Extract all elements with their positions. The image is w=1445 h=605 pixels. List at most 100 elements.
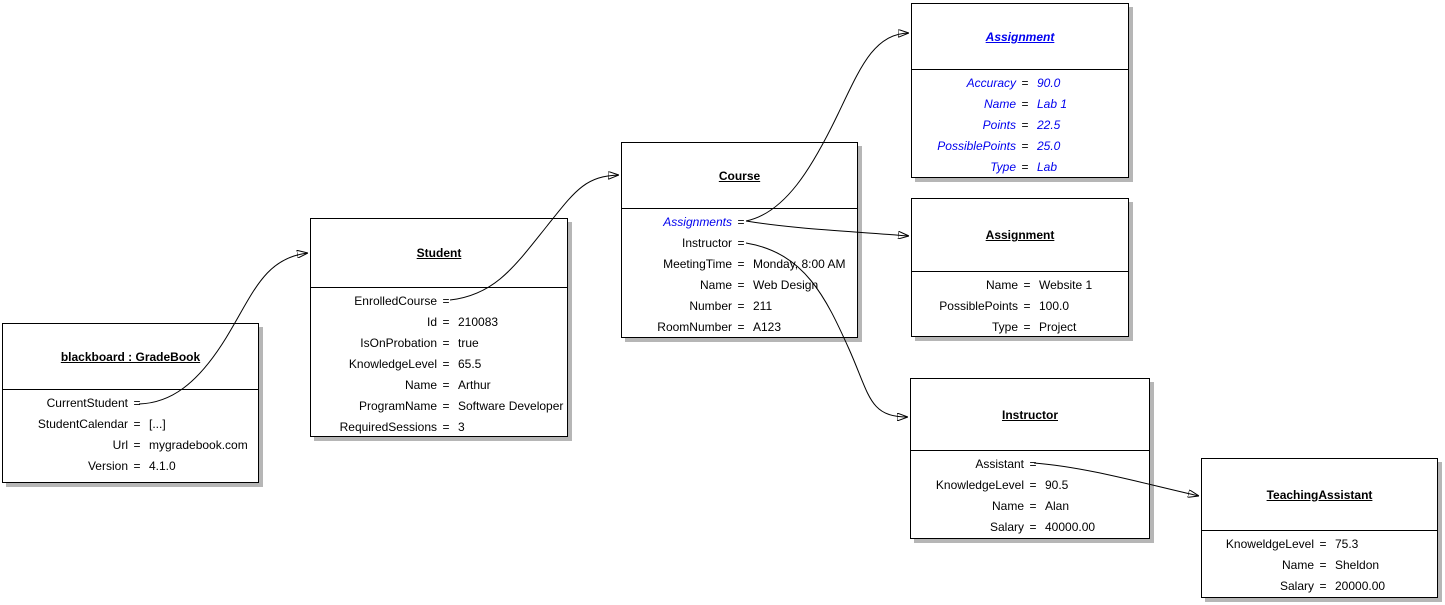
field-name: KnoweldgeLevel	[1225, 537, 1314, 551]
object-title-bar: Assignment	[912, 199, 1128, 272]
field-name: ProgramName	[358, 399, 437, 413]
object-title-bar: Student	[311, 219, 567, 288]
object-title: Student	[416, 246, 462, 260]
equals-sign: =	[1023, 299, 1031, 313]
field-name: Name	[991, 499, 1024, 513]
field-row-Assistant[interactable]: Assistant=	[911, 454, 1149, 475]
field-row-Points[interactable]: Points=22.5	[912, 115, 1128, 136]
equals-sign: =	[442, 357, 450, 371]
field-row-KnowledgeLevel[interactable]: KnowledgeLevel=90.5	[911, 475, 1149, 496]
field-row-StudentCalendar[interactable]: StudentCalendar=[...]	[3, 414, 258, 435]
field-row-Id[interactable]: Id=210083	[311, 312, 567, 333]
field-row-PossiblePoints[interactable]: PossiblePoints=100.0	[912, 296, 1128, 317]
field-row-ProgramName[interactable]: ProgramName=Software Developer	[311, 396, 567, 417]
equals-sign: =	[442, 294, 450, 308]
equals-sign: =	[1319, 579, 1327, 593]
field-value: 40000.00	[1045, 520, 1096, 534]
field-row-RoomNumber[interactable]: RoomNumber=A123	[622, 317, 857, 338]
field-value: true	[458, 336, 479, 350]
field-value: 4.1.0	[149, 459, 176, 473]
field-name: CurrentStudent	[46, 396, 128, 410]
field-row-IsOnProbation[interactable]: IsOnProbation=true	[311, 333, 567, 354]
object-title: Course	[718, 168, 761, 183]
field-row-Name[interactable]: Name=Alan	[911, 496, 1149, 517]
field-value: 211	[753, 299, 773, 313]
field-row-PossiblePoints[interactable]: PossiblePoints=25.0	[912, 136, 1128, 157]
field-name: Name	[699, 278, 732, 292]
field-value: A123	[753, 320, 782, 334]
field-row-Type[interactable]: Type=Project	[912, 317, 1128, 338]
field-name: Id	[426, 315, 437, 329]
equals-sign: =	[133, 459, 141, 473]
field-name: PossiblePoints	[937, 139, 1016, 153]
object-title: blackboard : GradeBook	[60, 349, 201, 364]
field-value: 22.5	[1037, 118, 1061, 132]
equals-sign: =	[1319, 558, 1327, 572]
field-value: Lab 1	[1037, 97, 1068, 111]
field-row-Version[interactable]: Version=4.1.0	[3, 456, 258, 477]
field-name: Url	[112, 438, 128, 452]
field-row-Salary[interactable]: Salary=40000.00	[911, 517, 1149, 538]
field-row-Name[interactable]: Name = Lab 1	[912, 94, 1128, 115]
field-row-KnoweldgeLevel[interactable]: KnoweldgeLevel = 75.3	[1202, 534, 1437, 555]
equals-sign: =	[737, 257, 745, 271]
field-value: Arthur	[458, 378, 491, 392]
object-title: Assignment	[985, 228, 1055, 242]
field-row-RequiredSessions[interactable]: RequiredSessions=3	[311, 417, 567, 438]
field-value: Project	[1039, 320, 1077, 334]
equals-sign: =	[1023, 320, 1031, 334]
object-node-instructor[interactable]: Instructor Assistant=KnowledgeLevel=90.5…	[910, 378, 1150, 539]
equals-sign: =	[1021, 160, 1029, 174]
field-value: mygradebook.com	[149, 438, 248, 452]
field-value: 25.0	[1037, 139, 1061, 153]
field-value: 100.0	[1039, 299, 1070, 313]
field-value: 75.3	[1335, 537, 1359, 551]
equals-sign: =	[1021, 76, 1029, 90]
field-name: Salary	[989, 520, 1024, 534]
field-row-KnowledgeLevel[interactable]: KnowledgeLevel=65.5	[311, 354, 567, 375]
equals-sign: =	[1021, 97, 1029, 111]
equals-sign: =	[1319, 537, 1327, 551]
field-value: 3	[458, 420, 465, 434]
field-name: Salary	[1279, 579, 1314, 593]
object-node-gradebook[interactable]: blackboard : GradeBook CurrentStudent=St…	[2, 323, 259, 483]
field-row-Type[interactable]: Type=Lab	[912, 157, 1128, 178]
field-value: 90.0	[1037, 76, 1061, 90]
field-row-CurrentStudent[interactable]: CurrentStudent=	[3, 393, 258, 414]
object-node-course[interactable]: Course Assignments=Instructor=MeetingTim…	[621, 142, 858, 338]
field-name: KnowledgeLevel	[935, 478, 1024, 492]
field-row-MeetingTime[interactable]: MeetingTime=Monday, 8:00 AM	[622, 254, 857, 275]
field-row-Name[interactable]: Name=Web Design	[622, 275, 857, 296]
field-value: Software Developer	[458, 399, 564, 413]
field-row-Name[interactable]: Name=Website 1	[912, 275, 1128, 296]
field-row-Assignments[interactable]: Assignments=	[622, 212, 857, 233]
field-name: Name	[983, 97, 1016, 111]
field-name: Name	[1281, 558, 1314, 572]
equals-sign: =	[737, 299, 745, 313]
field-value	[455, 291, 567, 312]
field-name: Instructor	[681, 236, 732, 250]
object-title-bar: blackboard : GradeBook	[3, 324, 258, 390]
field-row-Instructor[interactable]: Instructor=	[622, 233, 857, 254]
equals-sign: =	[442, 378, 450, 392]
equals-sign: =	[442, 420, 450, 434]
field-row-Number[interactable]: Number=211	[622, 296, 857, 317]
field-name: StudentCalendar	[37, 417, 128, 431]
field-row-Url[interactable]: Url=mygradebook.com	[3, 435, 258, 456]
equals-sign: =	[1021, 118, 1029, 132]
field-row-Name[interactable]: Name=Arthur	[311, 375, 567, 396]
field-name: RoomNumber	[657, 320, 732, 334]
field-row-Name[interactable]: Name=Sheldon	[1202, 555, 1437, 576]
field-row-Accuracy[interactable]: Accuracy=90.0	[912, 73, 1128, 94]
field-name: Name	[985, 278, 1018, 292]
field-row-Salary[interactable]: Salary=20000.00	[1202, 576, 1437, 597]
object-title-bar: Instructor	[911, 379, 1149, 451]
field-row-EnrolledCourse[interactable]: EnrolledCourse=	[311, 291, 567, 312]
field-value: Website 1	[1039, 278, 1093, 292]
field-value: Web Design	[753, 278, 819, 292]
